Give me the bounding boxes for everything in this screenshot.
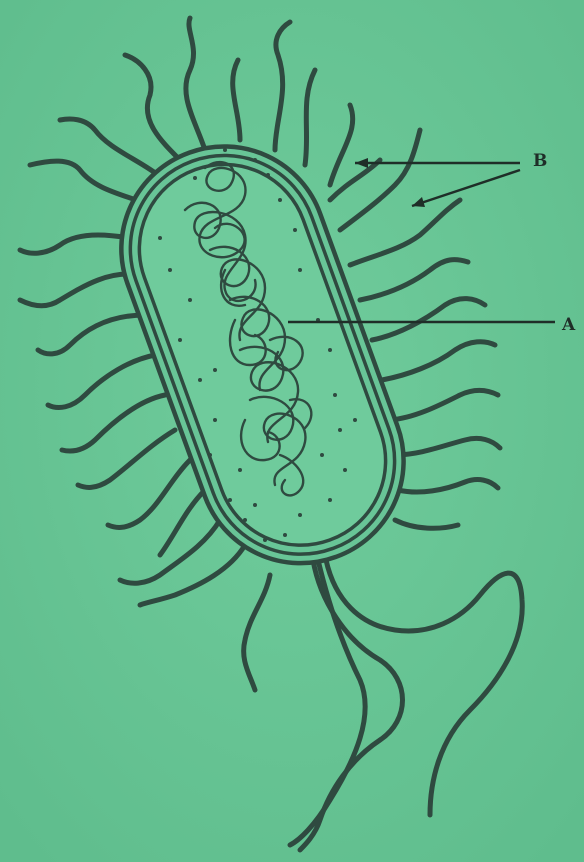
label-b: B (533, 151, 547, 171)
label-a: A (561, 315, 576, 335)
